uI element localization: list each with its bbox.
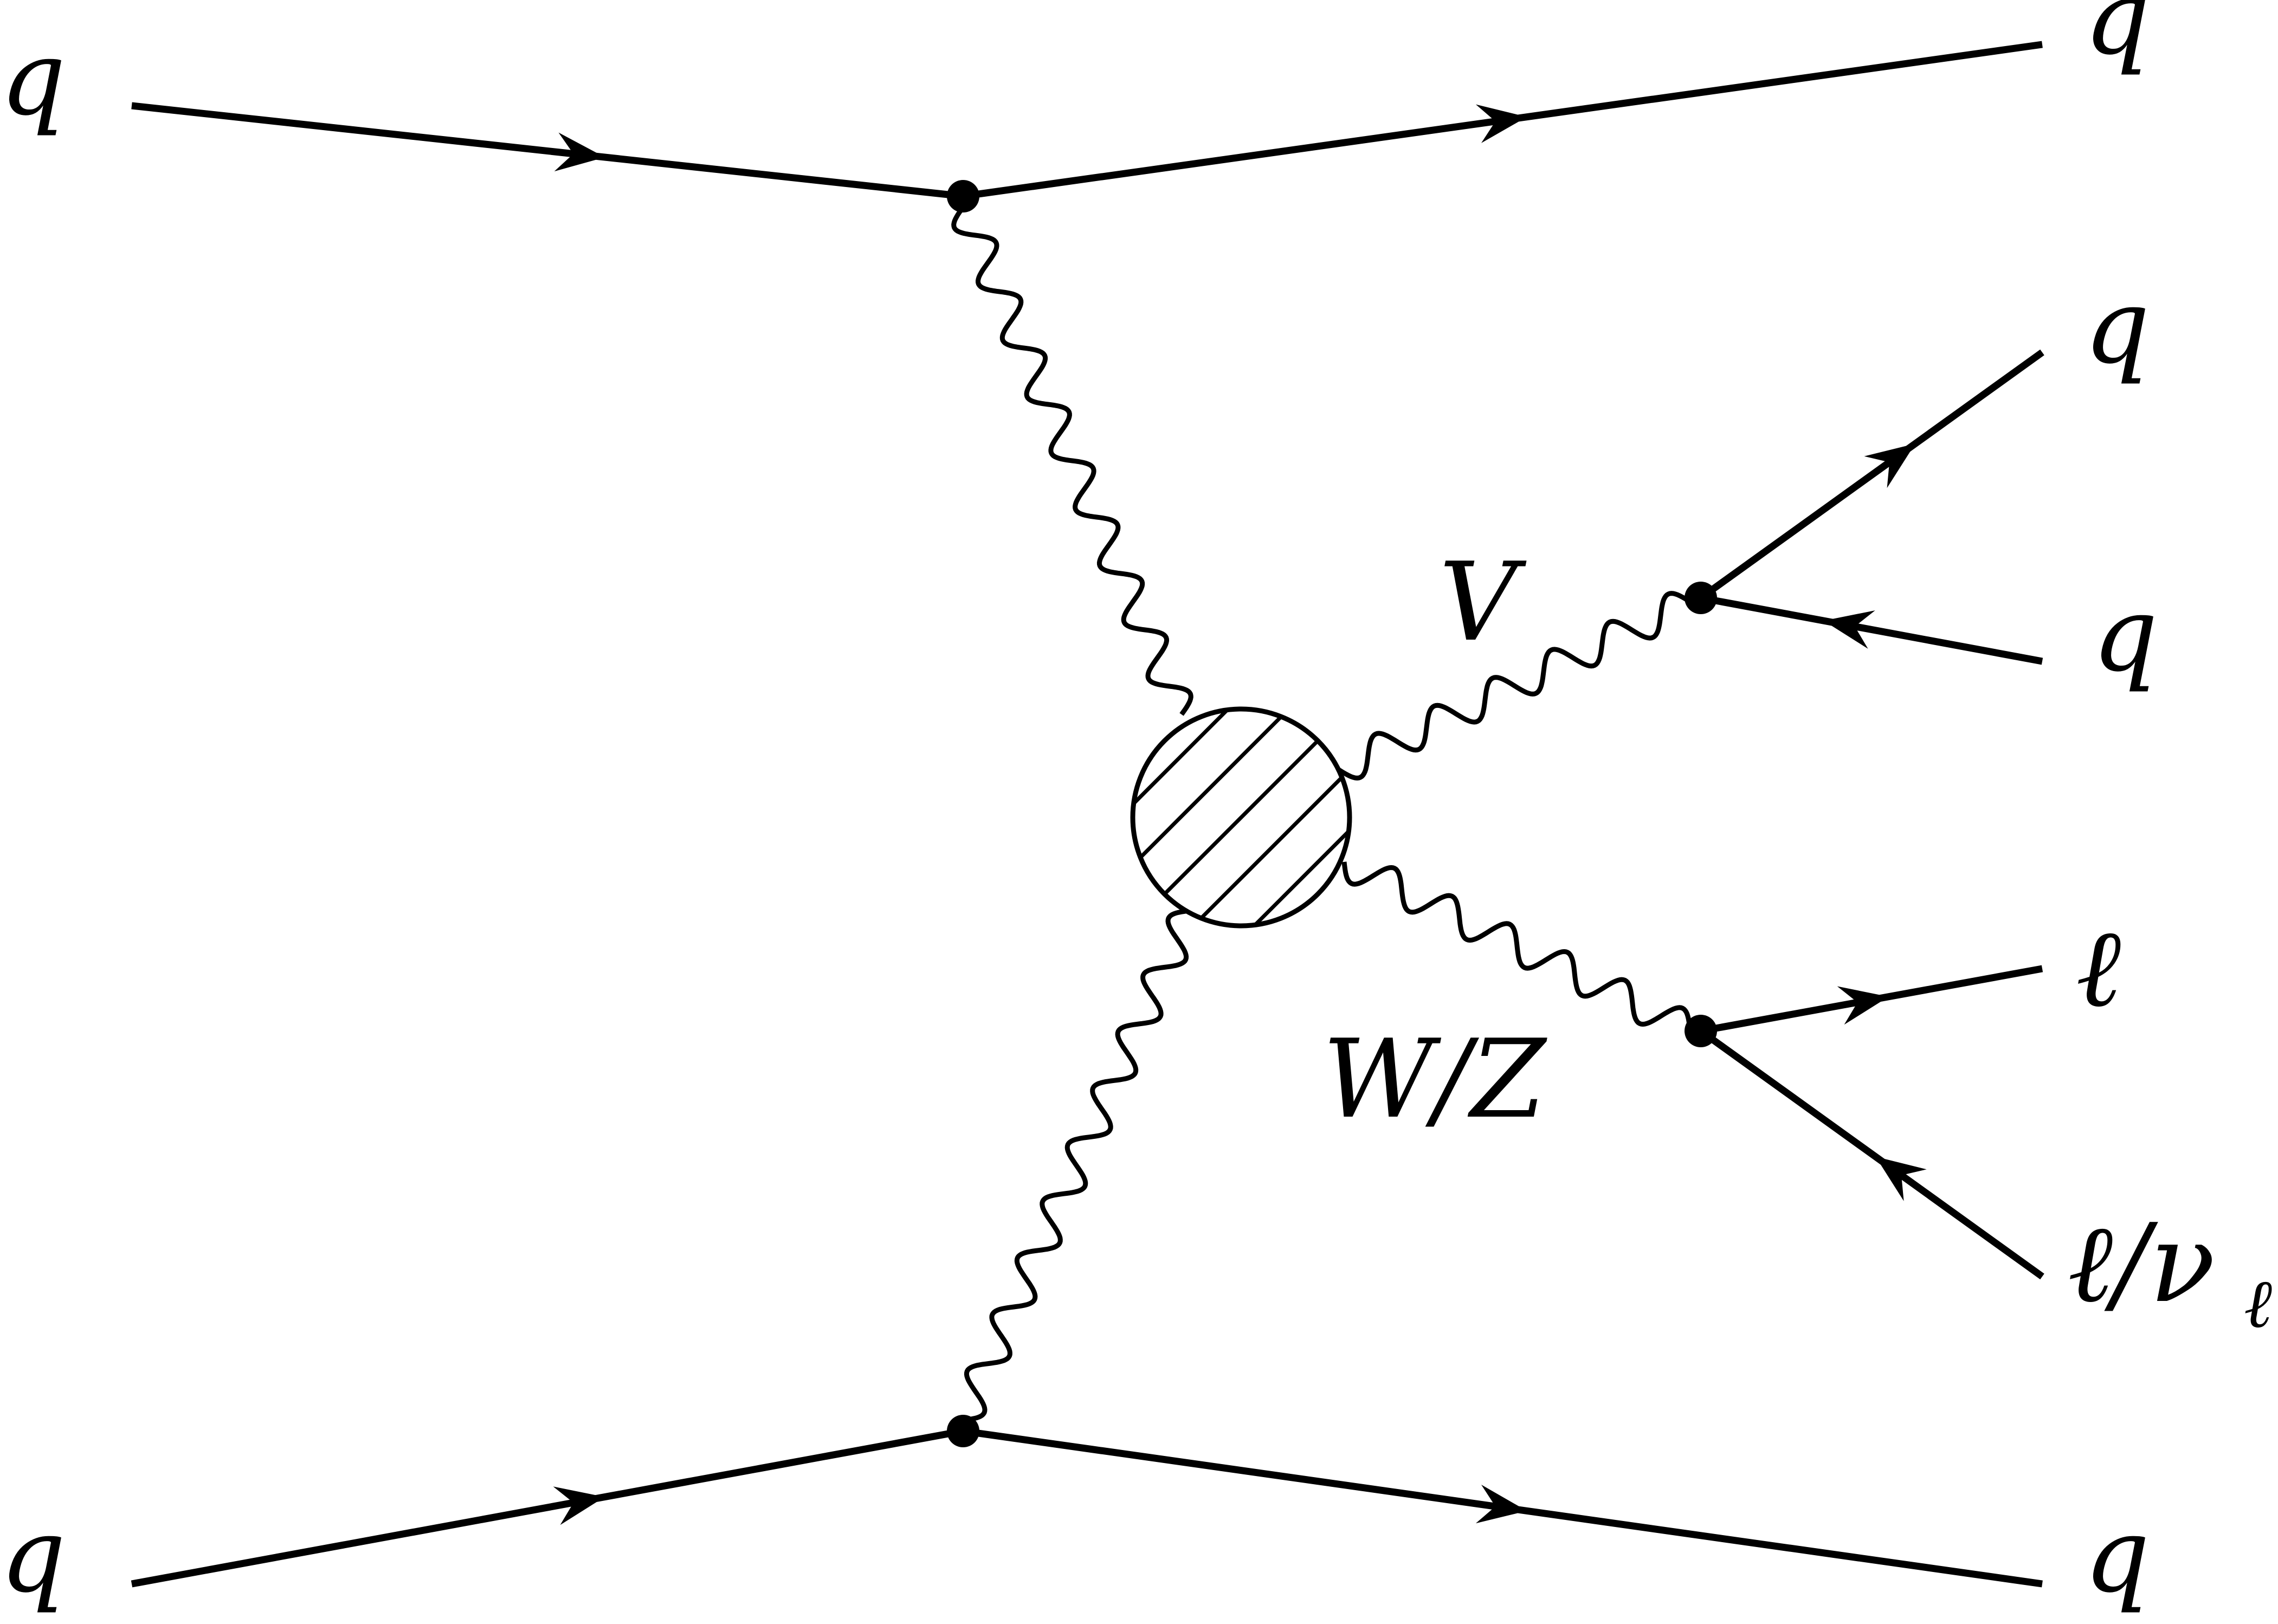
- label-incoming-quark-bottom: q: [0, 1496, 66, 1615]
- label-lepton-or-neutrino: ℓ/ν: [2068, 1201, 2215, 1327]
- boson-bottom-t-channel: [963, 908, 1190, 1423]
- label-boson-v: V: [1439, 539, 1527, 666]
- vertices: [947, 180, 1717, 1447]
- boson-lines: [951, 205, 1693, 1423]
- hatch-line: [1133, 709, 1193, 769]
- vertex-wz-decay: [1685, 1015, 1717, 1047]
- boson-top-t-channel: [951, 205, 1193, 716]
- label-outgoing-quark-top: q: [2084, 0, 2150, 78]
- incoming-quark-bottom-line: [131, 1427, 964, 1588]
- hatch-line: [1138, 714, 1350, 926]
- label-neutrino-subscript: ℓ: [2244, 1265, 2272, 1343]
- arrow-outgoing-quark-top: [1475, 104, 1527, 143]
- boson-v-outgoing: [1337, 591, 1692, 781]
- arrow-wz-decay-lepton-neutrino: [1875, 1156, 1927, 1201]
- hatch-line: [1133, 709, 1350, 926]
- arrow-wz-decay-lepton: [1837, 986, 1889, 1025]
- vertex-bottom: [947, 1415, 979, 1447]
- label-outgoing-quark-bottom: q: [2084, 1496, 2150, 1615]
- label-v-decay-quark-upper: q: [2084, 267, 2150, 386]
- fermion-lines: [131, 41, 2044, 1588]
- v-decay-quark-lower-line: [1700, 594, 2043, 665]
- boson-wz-outgoing: [1341, 861, 1693, 1030]
- v-decay-quark-upper-line: [1699, 349, 2044, 601]
- hatch-line: [1133, 709, 1350, 926]
- hatch-line: [1133, 709, 1350, 926]
- vertex-v-decay: [1685, 582, 1717, 614]
- fermion-arrows: [553, 104, 1927, 1525]
- hatch-line: [1133, 709, 1345, 921]
- arrow-v-decay-quark-upper: [1864, 443, 1915, 488]
- label-boson-wz: W/Z: [1322, 1016, 1547, 1143]
- arrow-v-decay-quark-lower: [1823, 610, 1875, 649]
- incoming-quark-top-line: [131, 102, 964, 200]
- arrow-incoming-quark-bottom: [553, 1486, 605, 1525]
- label-lepton: ℓ: [2076, 905, 2121, 1032]
- label-v-decay-quark-lower: q: [2092, 575, 2158, 694]
- wz-decay-lepton-neutrino-line: [1699, 1028, 2044, 1280]
- label-incoming-quark-top: q: [0, 18, 66, 138]
- arrow-outgoing-quark-bottom: [1475, 1485, 1527, 1524]
- vertex-top: [947, 180, 979, 212]
- arrow-incoming-quark-top: [554, 132, 605, 172]
